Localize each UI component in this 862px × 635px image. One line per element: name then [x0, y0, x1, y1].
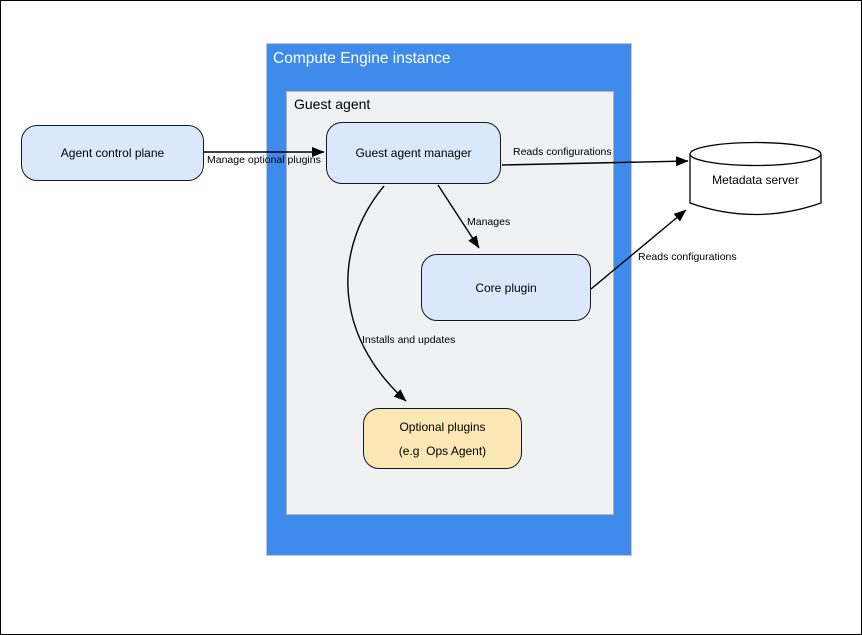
core-plugin-label: Core plugin — [475, 280, 537, 295]
compute-engine-instance-title: Compute Engine instance — [273, 50, 451, 67]
edge-label-reads-configurations-manager: Reads configurations — [513, 146, 612, 158]
edge-label-manage-optional-plugins: Manage optional plugins — [207, 154, 321, 166]
node-optional-plugins: Optional plugins (e.g Ops Agent) — [363, 408, 522, 469]
node-core-plugin: Core plugin — [421, 254, 591, 321]
edge-label-reads-configurations-core: Reads configurations — [638, 251, 737, 263]
optional-plugins-label-line2: (e.g Ops Agent) — [398, 443, 487, 458]
node-agent-control-plane: Agent control plane — [21, 125, 204, 181]
metadata-server-label: Metadata server — [712, 173, 799, 187]
agent-control-plane-label: Agent control plane — [60, 146, 165, 160]
guest-agent-title: Guest agent — [294, 96, 371, 112]
edge-label-installs-and-updates: Installs and updates — [362, 334, 456, 346]
node-guest-agent-manager: Guest agent manager — [326, 122, 501, 184]
edge-label-manages: Manages — [467, 216, 511, 228]
guest-agent-manager-label: Guest agent manager — [355, 146, 472, 160]
optional-plugins-label-line1: Optional plugins — [399, 419, 486, 434]
